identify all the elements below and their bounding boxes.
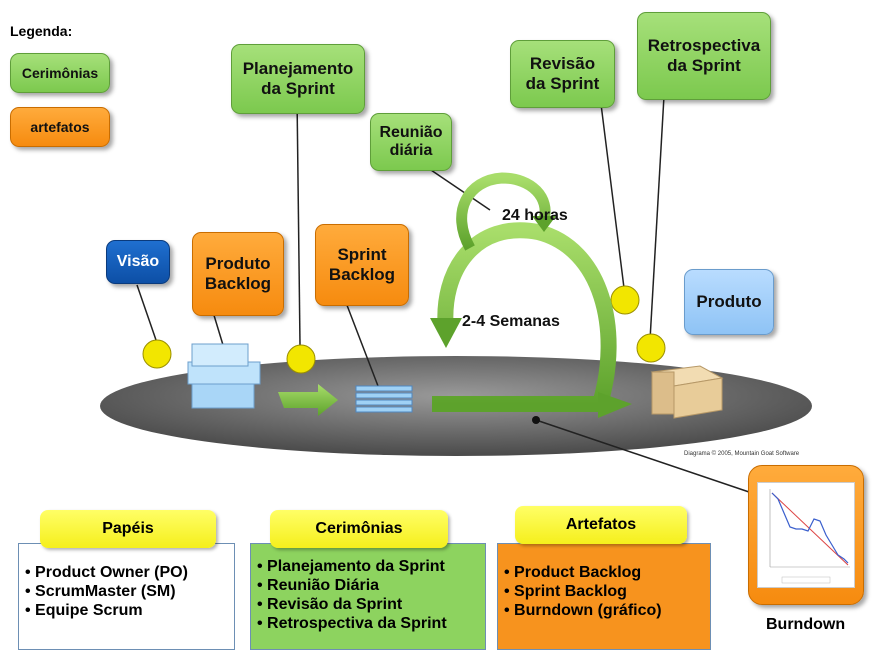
legend-title: Legenda: [10, 23, 73, 39]
product-box-graphic [650, 365, 724, 419]
sprint-loop-arrow [432, 222, 617, 412]
burndown-frame [748, 465, 864, 605]
artifacts-panel: • Product Backlog • Sprint Backlog • Bur… [497, 543, 711, 650]
connector-product-backlog [212, 311, 224, 346]
product-backlog-box: Produto Backlog [192, 232, 284, 316]
sprint-planning-box: Planejamento da Sprint [231, 44, 365, 114]
legend-ceremonies: Cerimônias [10, 53, 110, 93]
connector-vision [136, 284, 157, 341]
retrospective-box: Retrospectiva da Sprint [637, 12, 771, 100]
roles-item: • Equipe Scrum [25, 602, 143, 619]
artifacts-item: • Burndown (gráfico) [504, 602, 662, 619]
connector-sprint-backlog [344, 299, 379, 387]
ceremonies-item: • Planejamento da Sprint [257, 558, 445, 575]
connector-burndown [535, 419, 753, 494]
copyright-text: Diagrama © 2005, Mountain Goat Software [684, 451, 800, 457]
connector-review [599, 95, 625, 289]
burndown-ideal-line [771, 492, 849, 566]
daily-meeting-box: Reunião diária [370, 113, 452, 171]
burndown-label: Burndown [766, 616, 846, 633]
ceremonies-item: • Reunião Diária [257, 577, 380, 594]
ceremonies-item: • Revisão da Sprint [257, 596, 403, 613]
marker-planning [286, 344, 316, 374]
roles-item: • Product Owner (PO) [25, 564, 188, 581]
sprint-review-box: Revisão da Sprint [510, 40, 615, 108]
roles-panel-title: Papéis [40, 510, 216, 548]
daily-cycle-label: 24 horas [502, 207, 568, 224]
artifacts-item: • Product Backlog [504, 564, 642, 581]
roles-item: • ScrumMaster (SM) [25, 583, 176, 600]
burndown-actual-line [771, 492, 849, 564]
connector-retrospective [649, 95, 665, 341]
connector-daily [427, 167, 491, 211]
arrow-backlog-to-sprint [278, 384, 338, 416]
marker-retrospective [636, 333, 666, 363]
ceremonies-panel: • Planejamento da Sprint • Reunião Diári… [250, 543, 486, 650]
product-label-box: Produto [684, 269, 774, 335]
sprint-cycle-label: 2-4 Semanas [462, 313, 560, 330]
vision-box: Visão [106, 240, 170, 284]
artifacts-panel-title: Artefatos [515, 506, 687, 544]
daily-loop-arrow [456, 172, 551, 251]
legend-artifacts: artefatos [10, 107, 110, 147]
burndown-chart [757, 482, 855, 588]
connector-planning [296, 95, 301, 346]
sprint-backlog-box: Sprint Backlog [315, 224, 409, 306]
marker-vision [142, 339, 172, 369]
ceremonies-item: • Retrospectiva da Sprint [257, 615, 447, 632]
ceremonies-panel-title: Cerimônias [270, 510, 448, 548]
sprint-backlog-stack [355, 385, 413, 413]
roles-panel: • Product Owner (PO) • ScrumMaster (SM) … [18, 543, 235, 650]
artifacts-item: • Sprint Backlog [504, 583, 627, 600]
product-backlog-stack [187, 343, 261, 409]
marker-review [610, 285, 640, 315]
